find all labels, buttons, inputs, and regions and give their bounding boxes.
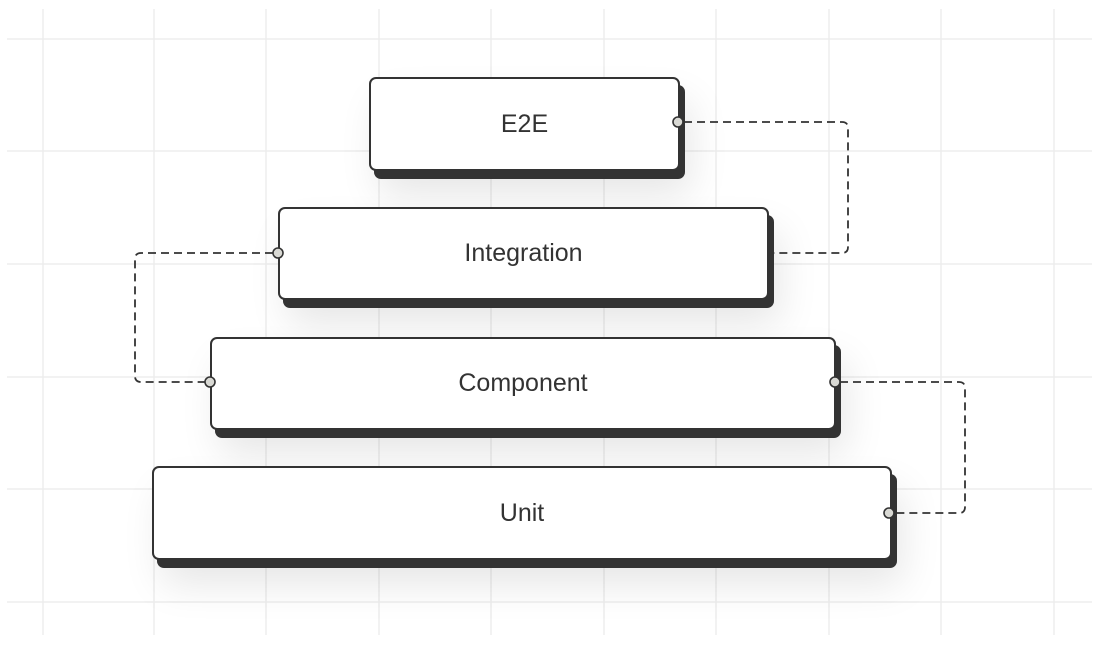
node-e2e[interactable]: E2E [369,77,680,171]
node-label: Component [458,369,588,397]
node-label: E2E [500,109,549,138]
node-label: Unit [499,498,545,527]
node-component[interactable]: Component [210,337,836,430]
node-label: Integration [464,239,583,267]
node-integration[interactable]: Integration [278,207,769,300]
node-unit[interactable]: Unit [152,466,892,560]
